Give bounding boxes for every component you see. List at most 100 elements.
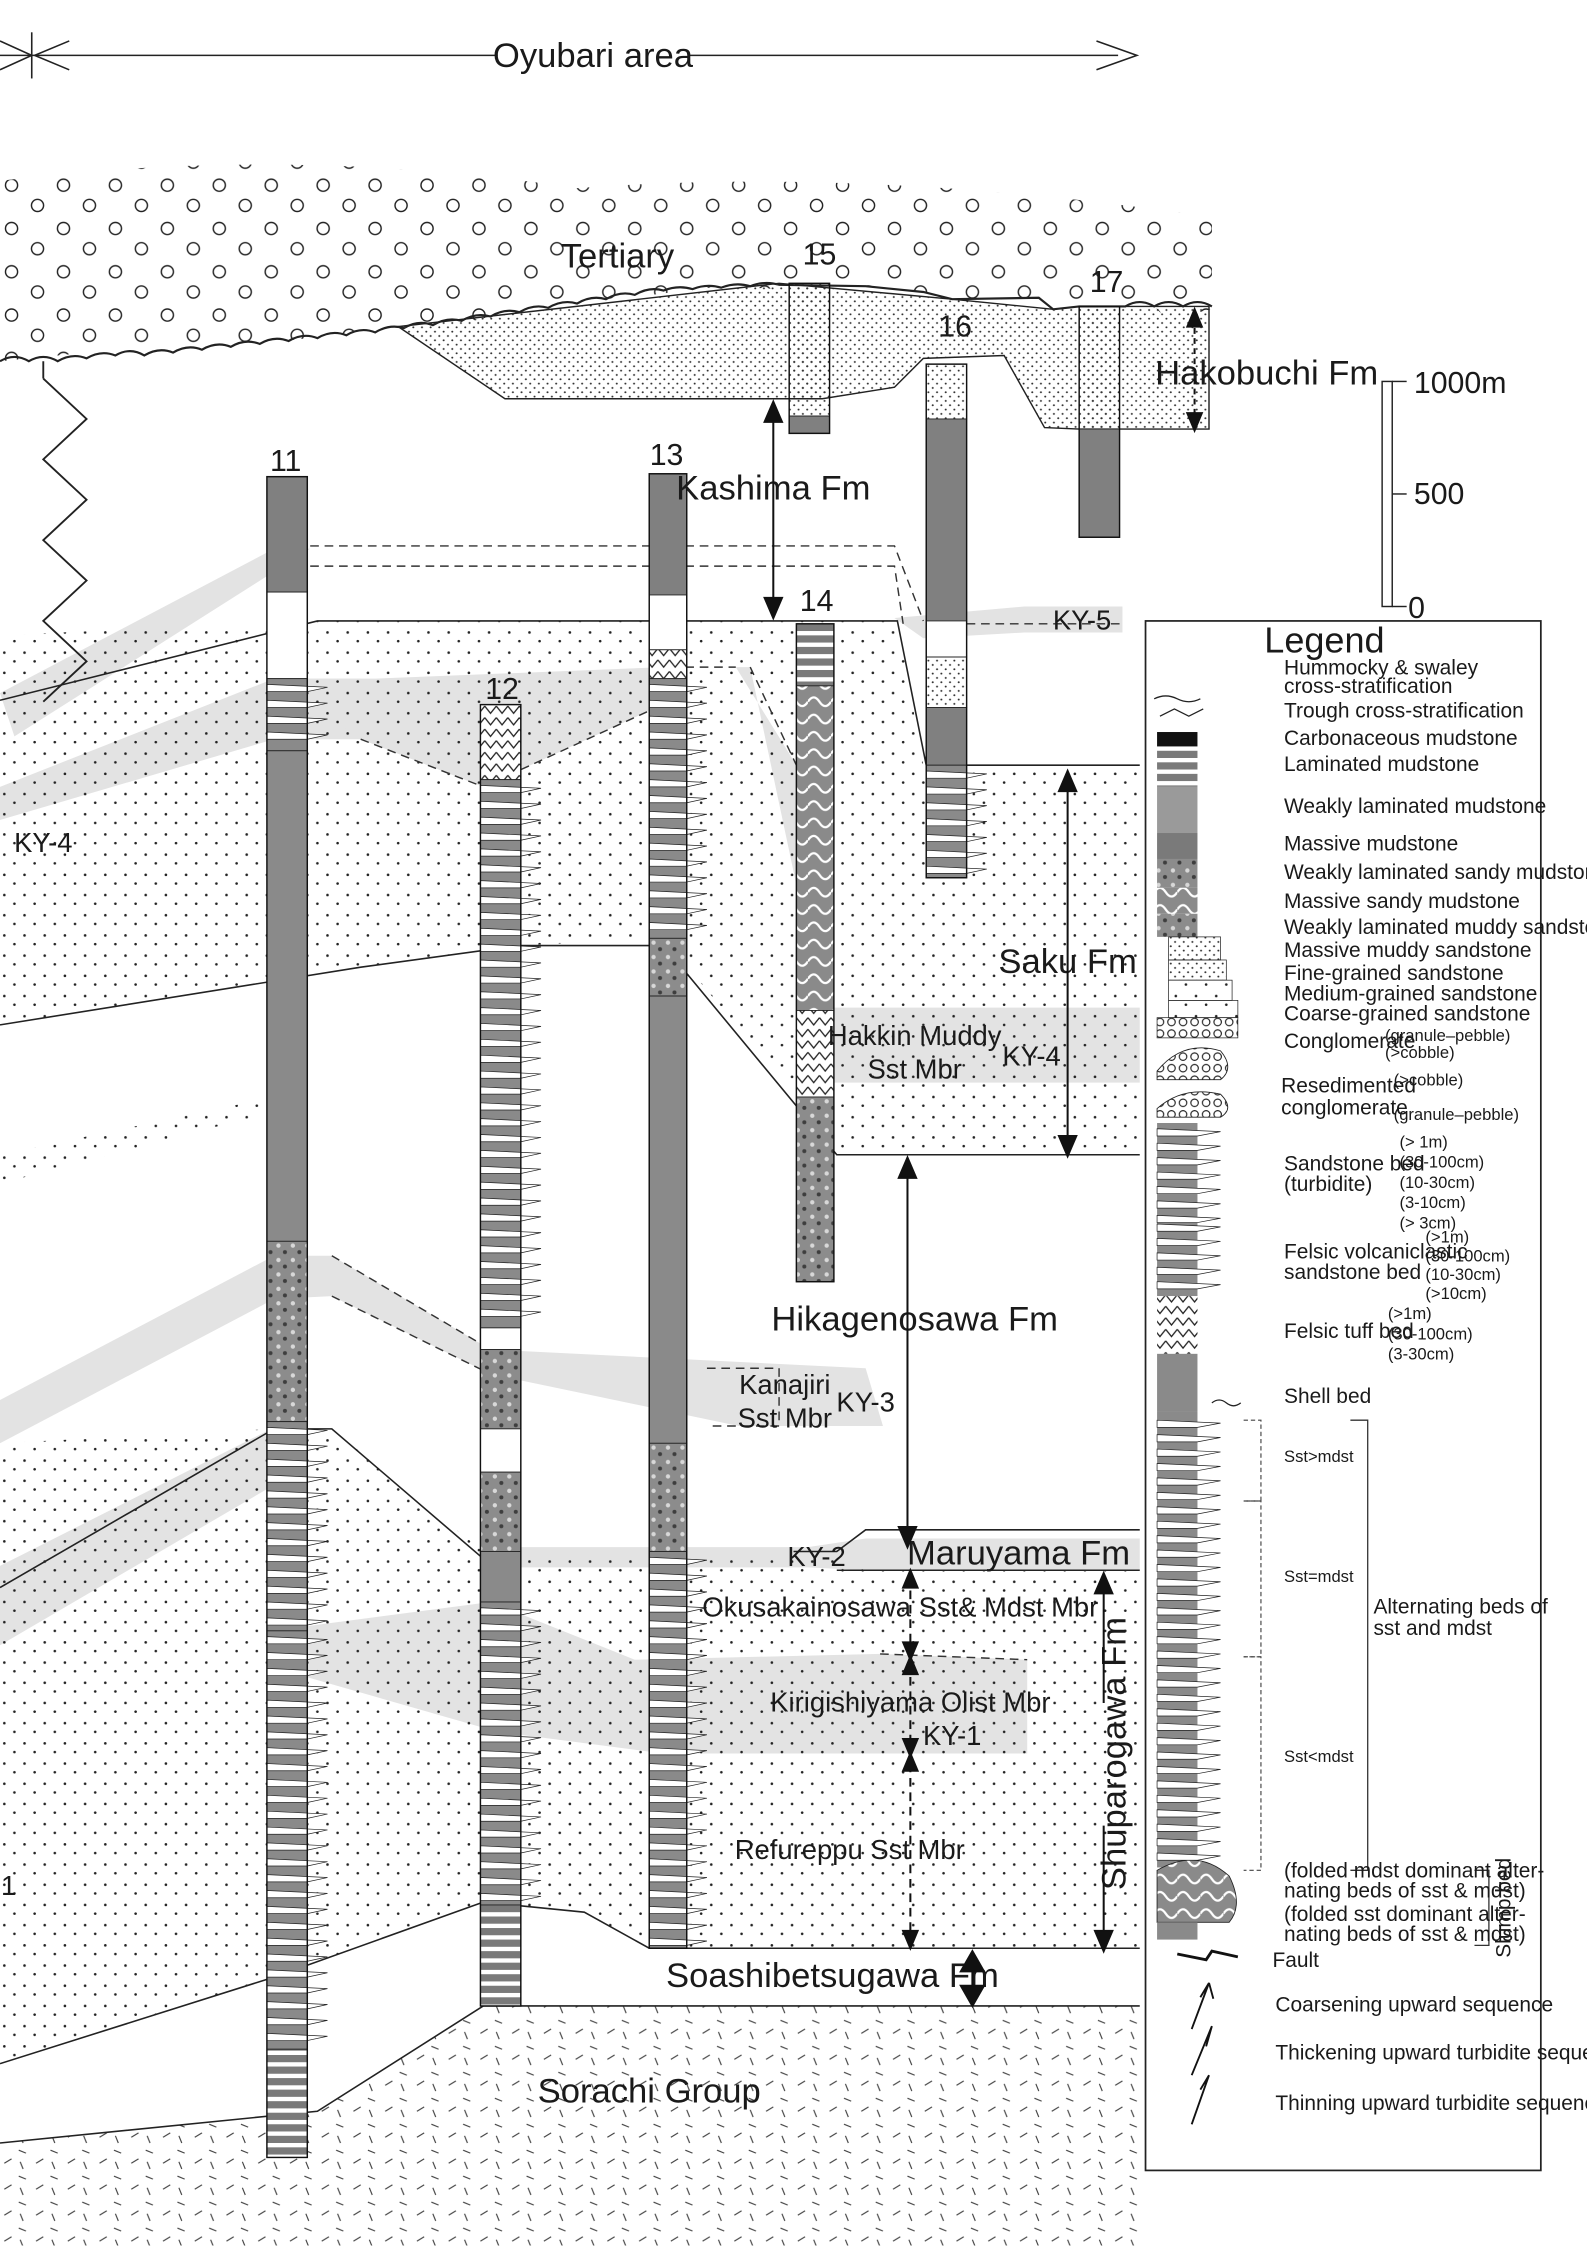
legend-size-tuff-2: (3-30cm) [1388, 1345, 1454, 1364]
legend-size-volcaniclastic-0: (>1m) [1425, 1228, 1469, 1247]
legend-item-29: nating beds of sst & mdst) [1284, 1880, 1526, 1903]
legend-item-22: Shell bed [1284, 1385, 1371, 1408]
legend-item-4: Laminated mudstone [1284, 753, 1479, 776]
legend-item-9: Weakly laminated muddy sandstone [1284, 916, 1587, 939]
legend-item-3: Carbonaceous mudstone [1284, 727, 1518, 750]
oyubari-area-banner: Oyubari area [0, 32, 1140, 79]
legend-size-tuff-1: (30-100cm) [1388, 1324, 1473, 1343]
legend-item-0: Hummocky & swaley [1284, 656, 1479, 679]
column-15 [788, 282, 831, 435]
legend-item-12: Medium-grained sandstone [1284, 982, 1537, 1005]
column-number-15: 15 [803, 239, 837, 272]
legend-title: Legend [1264, 620, 1384, 661]
legend-item-1: cross-stratification [1284, 675, 1452, 698]
ky4-label: KY-4 [1002, 1040, 1060, 1071]
key-bed-labels: KY-5 KY-4 KY-4 KY-3 KY-2 KY-1 1 [1, 605, 1111, 1901]
legend-item-24: Sst=mdst [1284, 1567, 1354, 1586]
edge-number-label: 1 [1, 1870, 16, 1901]
ky2-label: KY-2 [787, 1541, 845, 1572]
legend-item-2: Trough cross-stratification [1284, 700, 1524, 723]
hikagenosawa-fm-label: Hikagenosawa Fm [771, 1301, 1058, 1339]
legend-bed-ticks [1156, 1128, 1221, 1861]
legend-size-volcaniclastic-1: (30-100cm) [1425, 1247, 1510, 1266]
column-12 [479, 703, 542, 2007]
legend-size-volcaniclastic-3: (>10cm) [1425, 1284, 1486, 1303]
legend-item-5: Weakly laminated mudstone [1284, 795, 1546, 818]
legend-item-33: Fault [1272, 1949, 1319, 1972]
ky4-left-label: KY-4 [14, 827, 72, 858]
hakobuchi-fm-label: Hakobuchi Fm [1155, 354, 1378, 392]
legend-size-sandstone-2: (10-30cm) [1399, 1173, 1475, 1192]
stratigraphic-columns [266, 282, 1121, 2159]
column-11 [266, 475, 328, 2159]
column-number-13: 13 [650, 439, 684, 472]
scale-bar: 1000m 500 0 [1381, 367, 1507, 625]
legend-item-19: Felsic volcaniclastic [1284, 1241, 1468, 1264]
ky3-band-left [0, 1255, 275, 1444]
legend-item-36: Thinning upward turbidite sequence [1275, 2092, 1587, 2115]
legend-size-ranges: (granule–pebble) (>cobble) (>cobble) (gr… [1385, 1026, 1519, 1364]
legend-item-15: Resedimented [1281, 1075, 1416, 1098]
legend-item-17: Sandstone bed [1284, 1153, 1425, 1176]
legend-size-sandstone-4: (> 3cm) [1399, 1213, 1456, 1232]
legend-item-27: Sst<mdst [1284, 1747, 1354, 1766]
soashibetsugawa-fm-label: Soashibetsugawa Fm [666, 1957, 999, 1995]
hakkin-label-line2: Sst Mbr [867, 1053, 961, 1084]
sorachi-group [0, 2005, 1140, 2246]
legend-item-13: Coarse-grained sandstone [1284, 1003, 1530, 1026]
column-number-12: 12 [485, 673, 519, 706]
legend-item-18: (turbidite) [1284, 1173, 1372, 1196]
refureppu-label: Refureppu Sst Mbr [735, 1834, 965, 1865]
legend-size-tuff-0: (>1m) [1388, 1304, 1432, 1323]
legend-item-20: sandstone bed [1284, 1261, 1421, 1284]
legend-item-35: Thickening upward turbidite sequence [1275, 2041, 1587, 2064]
legend-text-items: Hummocky & swaleycross-stratificationTro… [1272, 656, 1587, 2115]
legend-item-6: Massive mudstone [1284, 832, 1458, 855]
kanajiri-label-line1: Kanajiri [739, 1369, 830, 1400]
legend-size-sandstone-1: (30-100cm) [1399, 1153, 1484, 1172]
legend-item-16: conglomerate [1281, 1096, 1408, 1119]
ky5-label: KY-5 [1053, 605, 1111, 636]
formation-labels: Tertiary Hakobuchi Fm Kashima Fm Saku Fm… [538, 237, 1379, 2110]
column-16 [925, 363, 987, 879]
legend: Legend [1144, 620, 1587, 2172]
legend-item-10: Massive muddy sandstone [1284, 939, 1532, 962]
legend-item-21: Felsic tuff bed [1284, 1320, 1414, 1343]
ky3-band-mid [274, 1255, 883, 1426]
legend-size-volcaniclastic-2: (10-30cm) [1425, 1265, 1501, 1284]
column-number-16: 16 [938, 311, 972, 344]
legend-item-28: (folded mdst dominant alter- [1284, 1860, 1544, 1883]
column-number-14: 14 [800, 585, 834, 618]
column-number-17: 17 [1090, 266, 1124, 299]
area-title: Oyubari area [493, 37, 694, 75]
legend-size-conglomerate-0: (granule–pebble) [1385, 1026, 1510, 1045]
legend-item-31: nating beds of sst & mdst) [1284, 1923, 1526, 1946]
shuparogawa-fm-label: Shuparogawa Fm [1095, 1617, 1133, 1890]
kanajiri-label-line2: Sst Mbr [738, 1402, 832, 1433]
legend-item-25: Alternating beds of [1373, 1596, 1548, 1619]
legend-item-32: Slump bed [1493, 1858, 1516, 1958]
column-17 [1078, 305, 1121, 538]
column-14 [795, 623, 835, 1283]
tertiary-label: Tertiary [561, 237, 675, 275]
legend-item-26: sst and mdst [1373, 1617, 1492, 1640]
legend-size-reseds-1: (granule–pebble) [1394, 1105, 1519, 1124]
sawtooth-contact [41, 377, 88, 703]
legend-item-14: Conglomerate [1284, 1030, 1415, 1053]
legend-item-34: Coarsening upward sequence [1275, 1994, 1553, 2017]
scale-label-0: 0 [1408, 592, 1425, 625]
okusakainosawa-label: Okusakainosawa Sst& Mdst Mbr [702, 1591, 1098, 1622]
scale-label-1000m: 1000m [1414, 367, 1507, 400]
legend-item-30: (folded sst dominant alter- [1284, 1903, 1526, 1926]
legend-item-23: Sst>mdst [1284, 1447, 1354, 1466]
legend-size-reseds-0: (>cobble) [1394, 1070, 1464, 1089]
legend-item-11: Fine-grained sandstone [1284, 962, 1504, 985]
column-number-11: 11 [270, 445, 301, 478]
legend-size-sandstone-3: (3-10cm) [1399, 1193, 1465, 1212]
ky3-label: KY-3 [836, 1387, 894, 1418]
thickness-arrows [763, 306, 1204, 2008]
ky1-label: KY-1 [923, 1720, 981, 1751]
legend-size-conglomerate-1: (>cobble) [1385, 1043, 1455, 1062]
column-13 [648, 473, 708, 1949]
